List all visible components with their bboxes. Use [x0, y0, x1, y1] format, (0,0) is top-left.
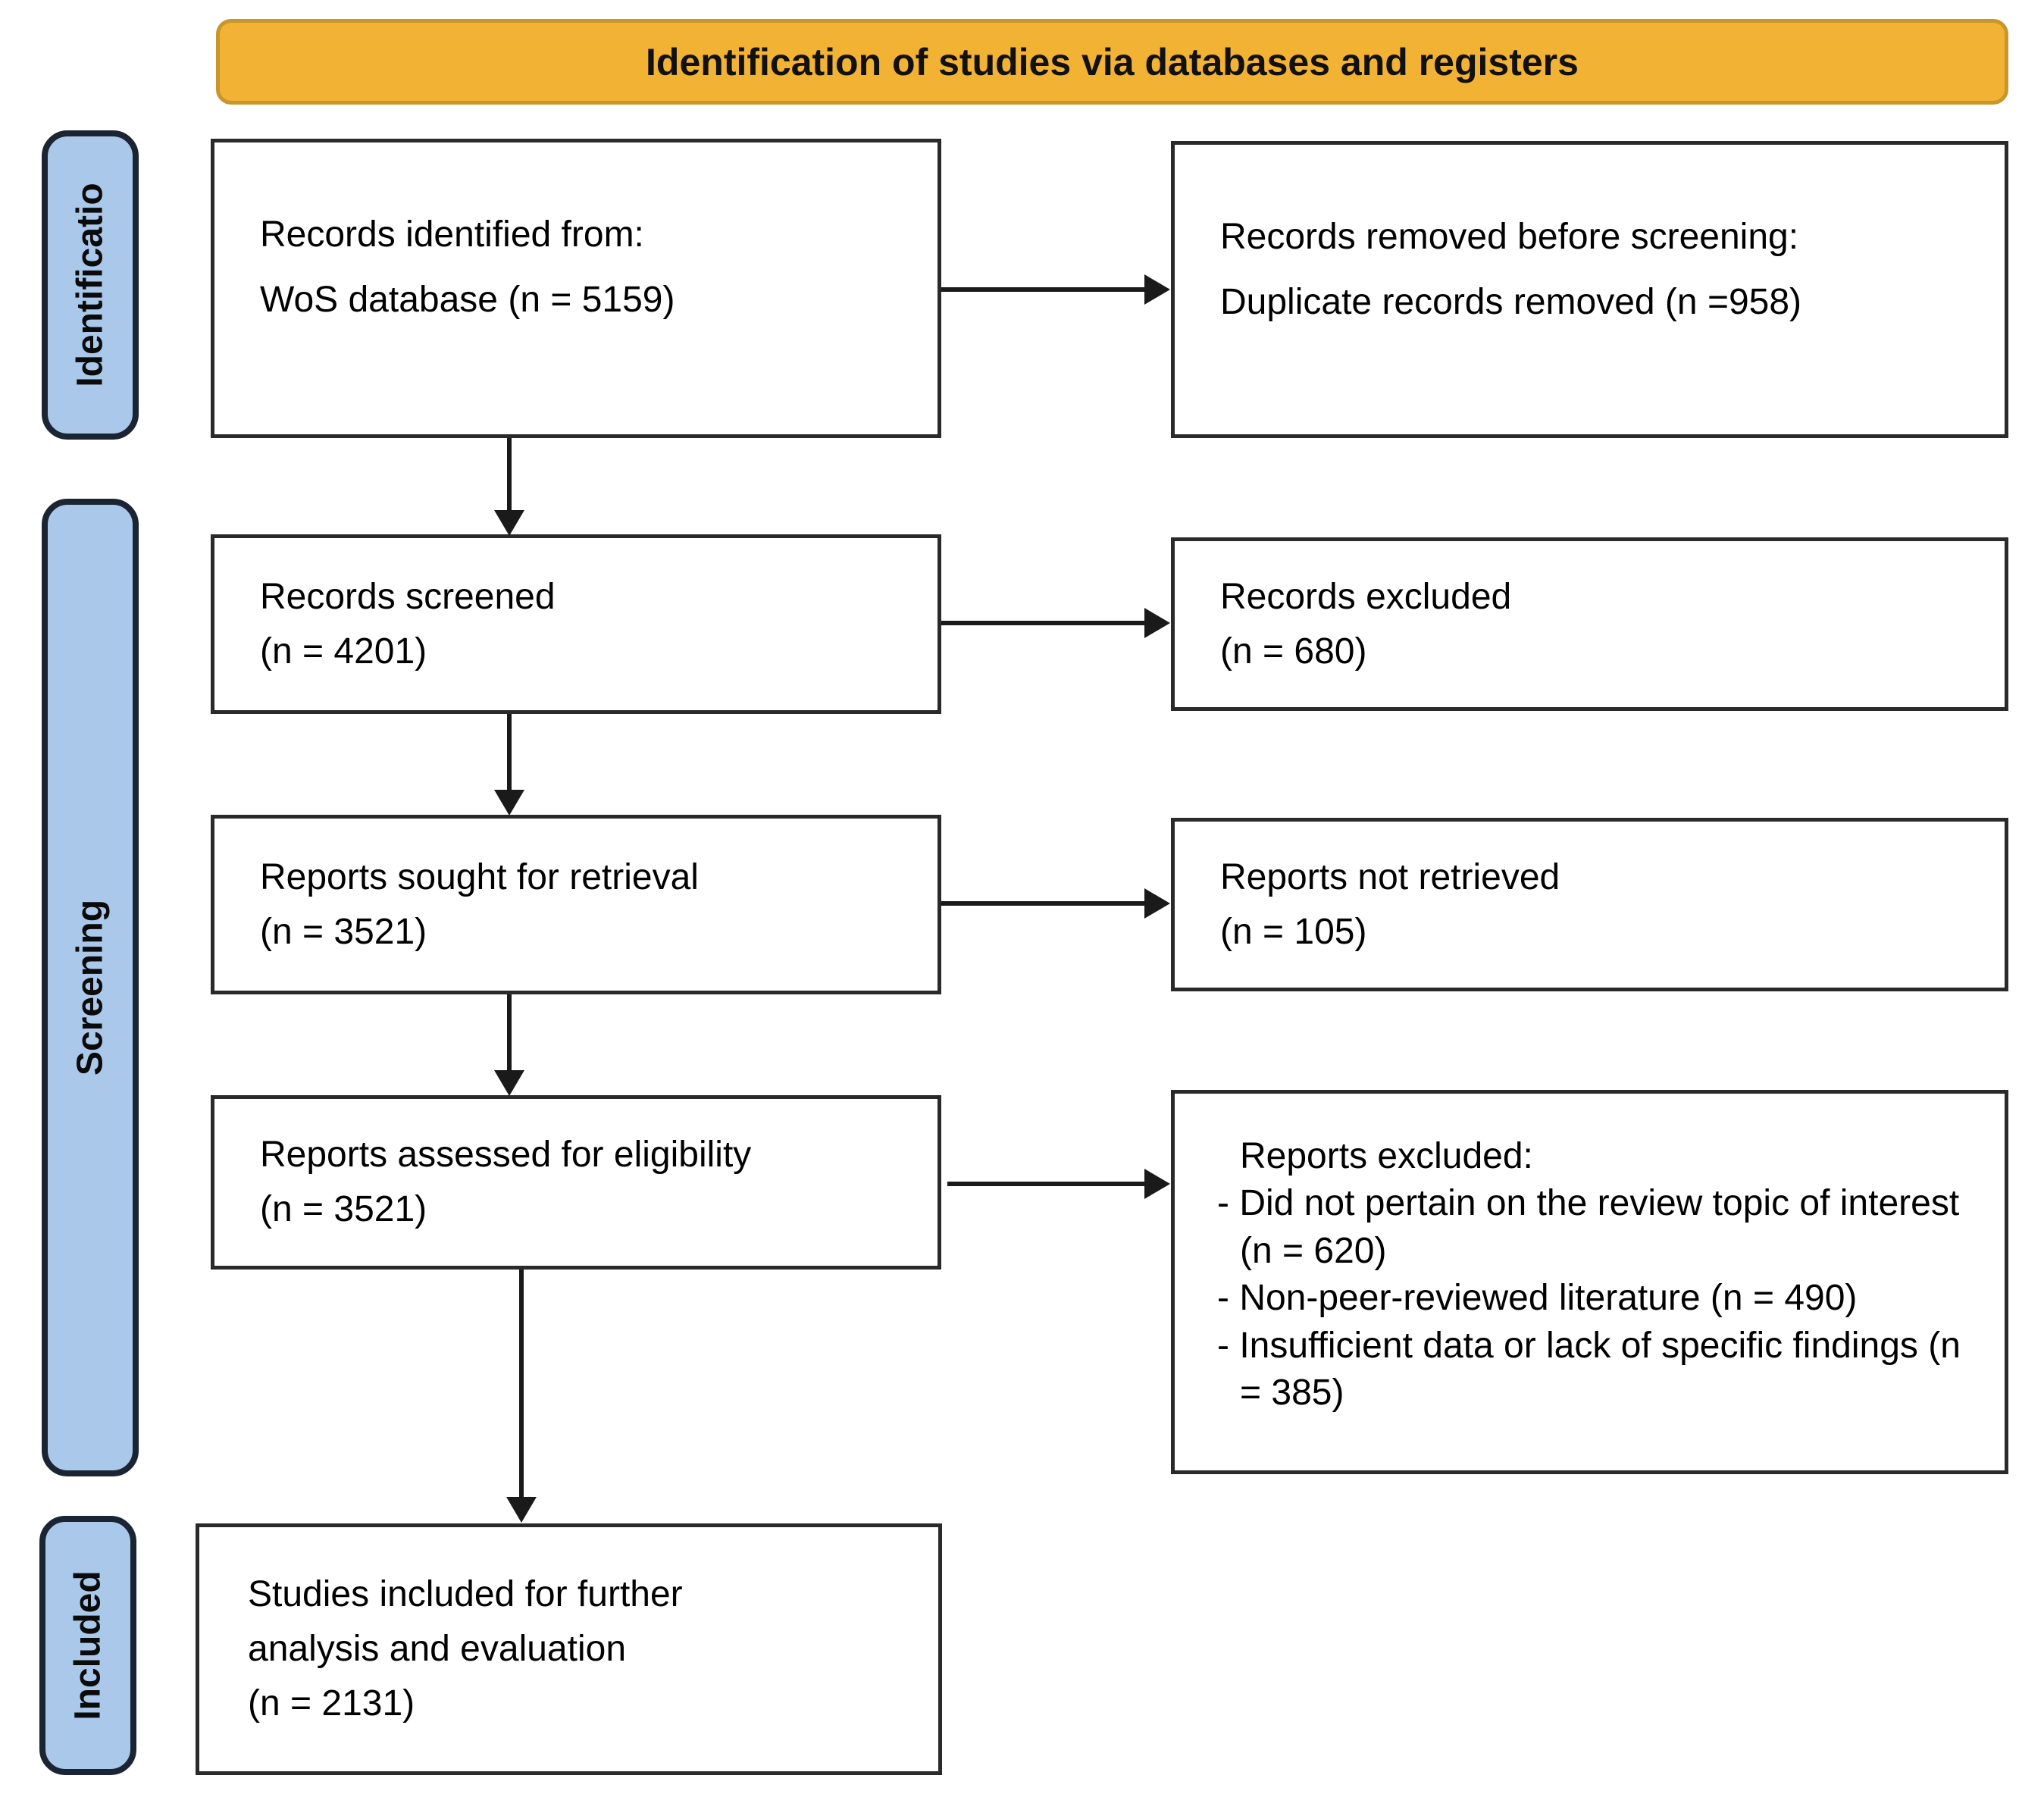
arrow-sought-to-not-retrieved — [941, 901, 1144, 906]
arrow-identified-to-screened — [507, 438, 512, 510]
arrow-assessed-to-included — [519, 1270, 524, 1497]
box-reports-sought: Reports sought for retrieval (n = 3521) — [211, 815, 941, 994]
box-text-line: Studies included for further — [248, 1574, 683, 1614]
box-reports-not-retrieved: Reports not retrieved (n = 105) — [1171, 818, 2008, 991]
box-text-line: (n = 3521) — [260, 1189, 427, 1229]
stage-label-screening: Screening — [70, 899, 111, 1076]
box-text-line: WoS database (n = 5159) — [260, 280, 675, 320]
reports-excluded-item: - Insufficient data or lack of specific … — [1217, 1325, 1961, 1413]
box-text-line: (n = 3521) — [260, 911, 427, 952]
box-text-line: Reports not retrieved — [1220, 856, 1560, 897]
arrow-sought-to-assessed — [507, 994, 512, 1070]
box-text-line: (n = 2131) — [248, 1683, 415, 1724]
stage-pill-identification: Identificatio — [42, 130, 139, 440]
box-text-line: analysis and evaluation — [248, 1629, 627, 1669]
reports-excluded-header: Reports excluded: — [1240, 1136, 1533, 1176]
banner: Identification of studies via databases … — [216, 19, 2008, 105]
box-reports-assessed: Reports assessed for eligibility (n = 35… — [211, 1095, 941, 1270]
arrow-screened-to-sought — [507, 714, 512, 790]
box-text-line: (n = 105) — [1220, 911, 1367, 952]
box-studies-included: Studies included for further analysis an… — [196, 1523, 942, 1775]
box-records-identified: Records identified from: WoS database (n… — [211, 139, 941, 438]
box-text-line: (n = 680) — [1220, 631, 1367, 672]
reports-excluded-item: - Did not pertain on the review topic of… — [1217, 1183, 1960, 1271]
box-text-line: Records excluded — [1220, 576, 1512, 617]
box-text-line: Reports sought for retrieval — [260, 856, 699, 897]
arrow-screened-to-excluded — [941, 621, 1144, 625]
arrow-identified-to-removed — [941, 287, 1144, 292]
box-records-removed: Records removed before screening: Duplic… — [1171, 141, 2008, 438]
box-text-line: (n = 4201) — [260, 631, 427, 672]
stage-label-included: Included — [67, 1570, 108, 1720]
box-reports-excluded: Reports excluded: - Did not pertain on t… — [1171, 1090, 2008, 1474]
box-text-line: Records screened — [260, 576, 556, 617]
box-text-line: Records removed before screening: — [1220, 217, 1799, 257]
reports-excluded-item: - Non-peer-reviewed literature (n = 490) — [1217, 1278, 1858, 1319]
box-records-screened: Records screened (n = 4201) — [211, 534, 941, 714]
banner-title: Identification of studies via databases … — [646, 40, 1579, 83]
box-records-excluded: Records excluded (n = 680) — [1171, 537, 2008, 711]
arrow-assessed-to-reports-excluded — [947, 1182, 1144, 1186]
box-text-line: Records identified from: — [260, 214, 644, 255]
stage-label-identification: Identificatio — [70, 183, 111, 387]
box-text-line: Duplicate records removed (n =958) — [1220, 282, 1802, 322]
stage-pill-screening: Screening — [42, 499, 139, 1476]
stage-pill-included: Included — [39, 1516, 136, 1775]
box-text-line: Reports assessed for eligibility — [260, 1135, 752, 1175]
